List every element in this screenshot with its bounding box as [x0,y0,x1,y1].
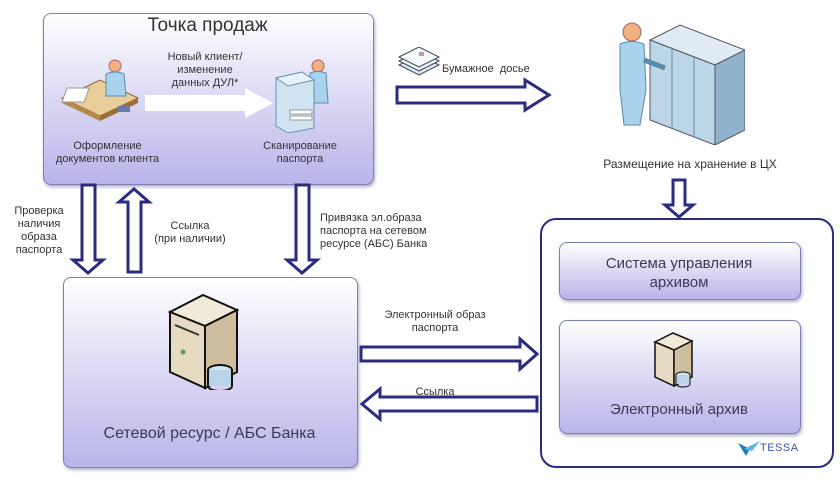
binding-label: Привязка эл.образа паспорта на сетевом р… [320,212,428,250]
binding-down-arrow [282,183,322,275]
electronic-image-arrow [359,335,540,373]
sales-point-title: Точка продаж [147,15,268,36]
paper-dossier-label: Бумажное досье [442,63,530,75]
client-docs-caption: Оформление документов клиента [55,140,160,165]
paper-dossier-arrow [395,77,552,113]
new-client-arrow [145,88,273,118]
tessa-bird-icon [738,441,760,456]
paper-stack-icon [397,47,441,76]
archive-storage-icon [619,22,745,145]
server-database-icon [167,293,240,390]
link-up-arrow [114,187,154,274]
archive-server-icon [653,332,694,388]
passport-scan-caption: Сканирование паспорта [263,140,337,165]
network-resource-title: Сетевой ресурс / АБС Банка [103,425,316,442]
storage-caption: Размещение на хранение в ЦХ [603,157,777,171]
link-label: Ссылка [415,386,455,398]
storage-down-arrow [660,178,698,219]
electronic-image-label: Электронный образ паспорта [384,309,486,334]
link-if-exists-label: Ссылка (при наличии) [154,220,226,245]
link-back-arrow [359,385,539,423]
clerk-desk-icon [60,59,140,121]
check-label: Проверка наличия образа паспорта [14,205,64,256]
check-down-arrow [68,183,108,275]
scanner-operator-icon [274,59,329,133]
archive-management-title: Система управления архивом [605,255,753,291]
tessa-logo-text: TESSA [760,442,799,454]
electronic-archive-title: Электронный архив [610,401,748,418]
archive-management-box [559,242,801,300]
new-client-label: Новый клиент/ изменение данных ДУЛ* [167,51,243,89]
